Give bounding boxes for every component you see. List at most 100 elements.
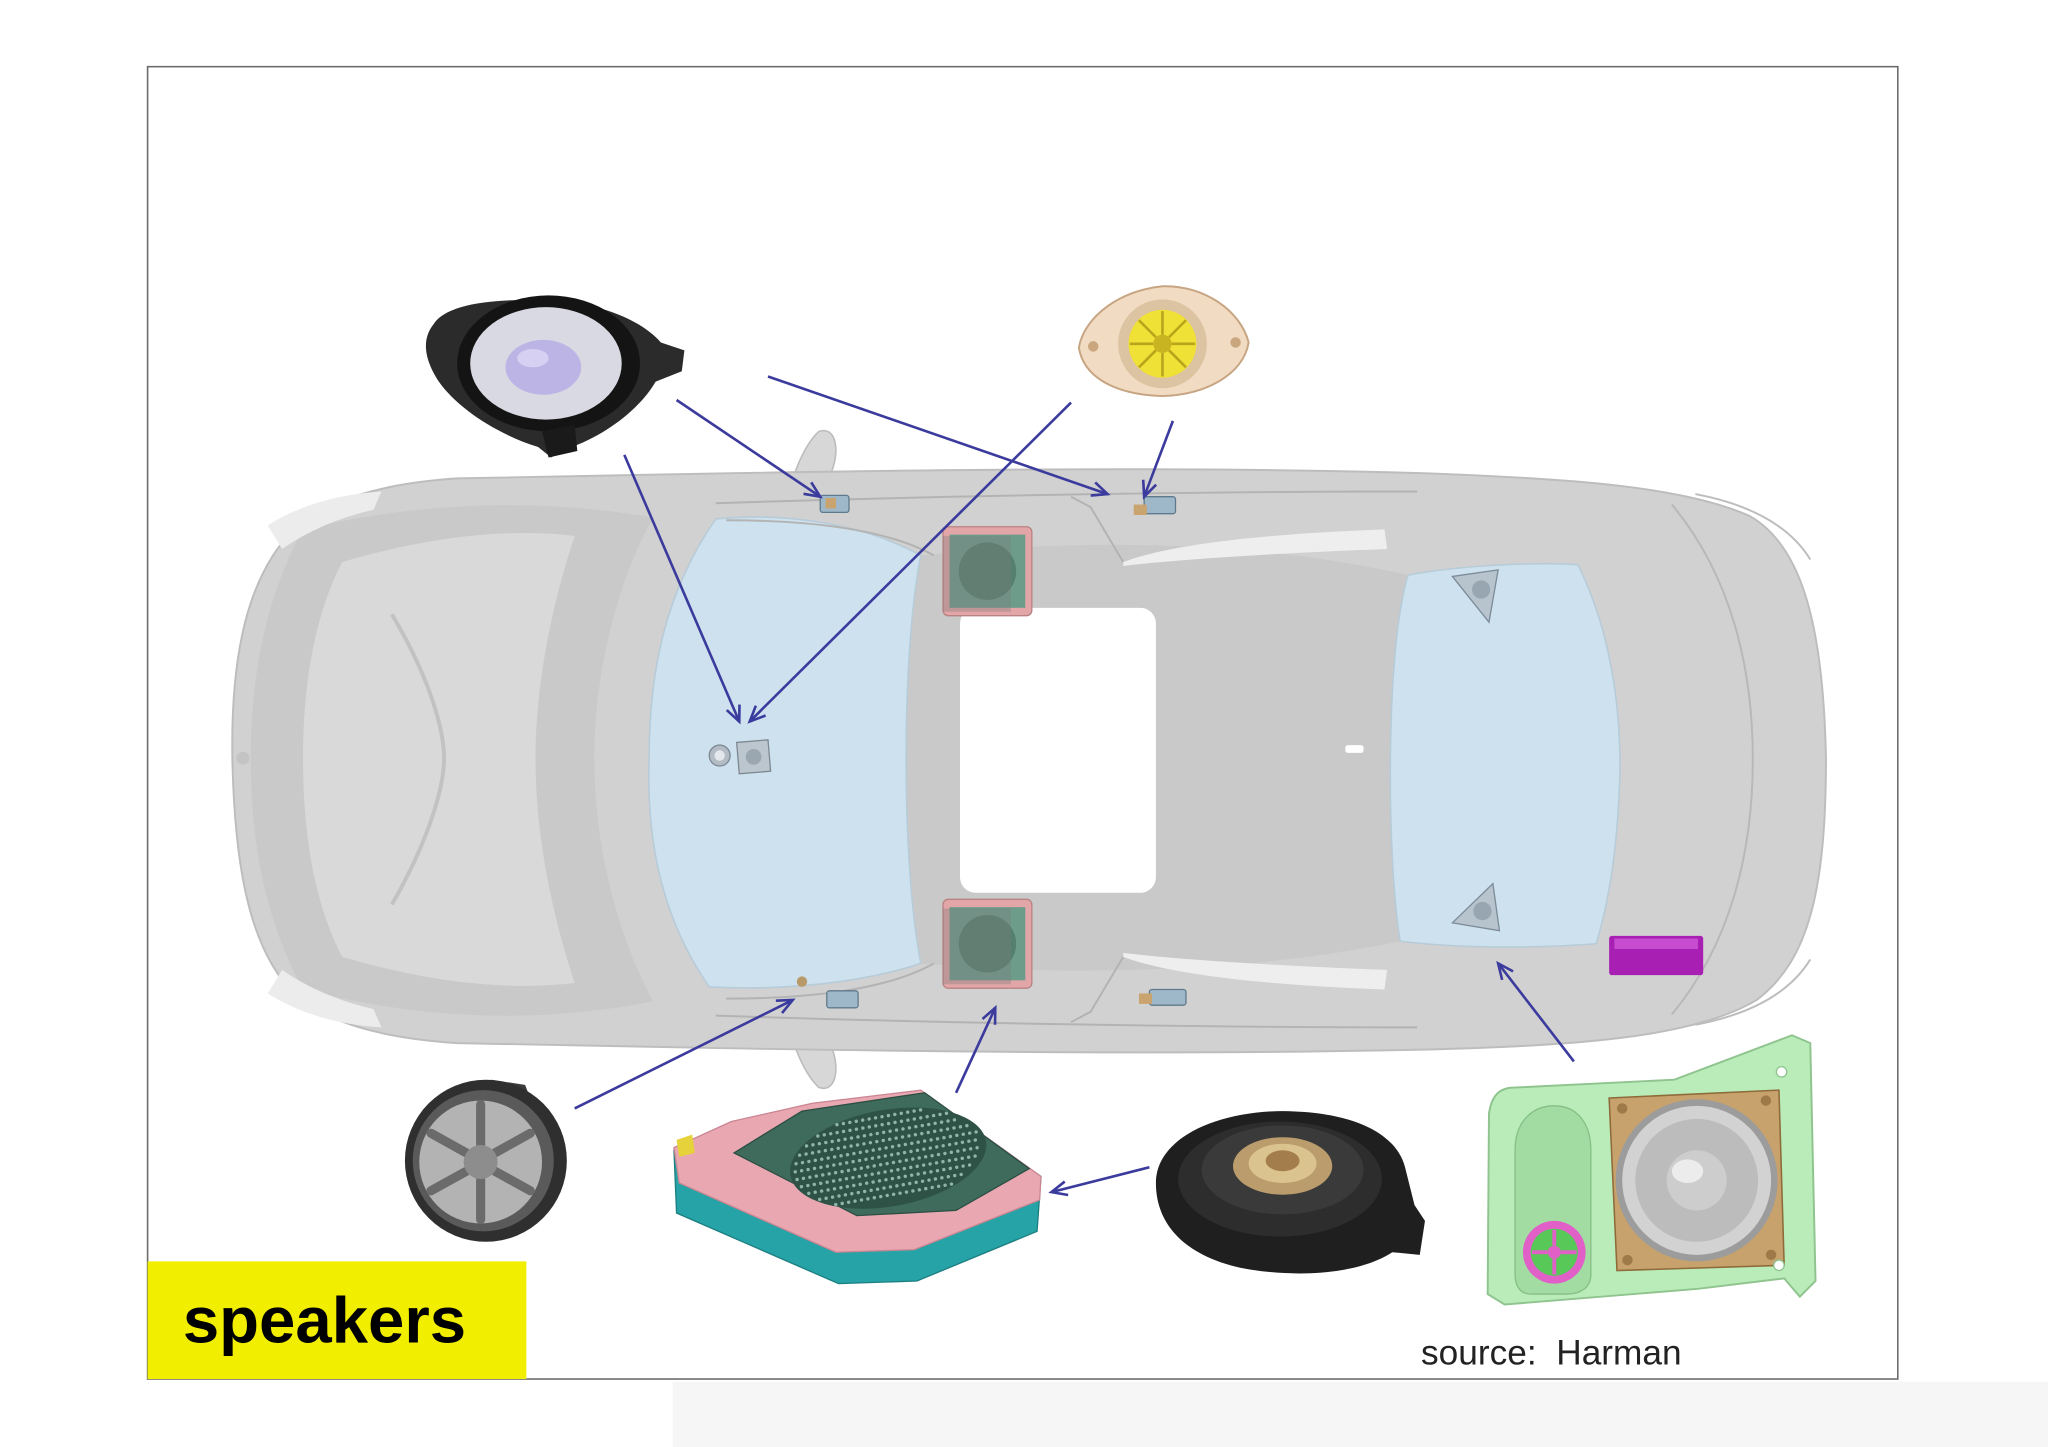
flange-hole bbox=[1760, 1095, 1772, 1106]
tweeter-mount bbox=[825, 498, 836, 509]
installed-underseat-subwoofer-left bbox=[942, 526, 1033, 617]
callout-arrow bbox=[1141, 420, 1175, 500]
callout-arrow-shaft bbox=[623, 454, 741, 723]
door-speaker-mount bbox=[1138, 993, 1152, 1004]
callout-arrow-head bbox=[1141, 479, 1158, 500]
spoke bbox=[1168, 349, 1187, 369]
spoke bbox=[490, 1128, 535, 1158]
callout-arrow-head bbox=[981, 1004, 997, 1025]
slide-frame bbox=[146, 65, 1899, 1380]
left-door-window-slit bbox=[1123, 529, 1388, 566]
callout-arrow-shaft bbox=[1142, 420, 1175, 498]
callout-arrow bbox=[954, 1004, 997, 1094]
slide-label-text: speakers bbox=[183, 1283, 466, 1356]
right-door-window-slit bbox=[1123, 952, 1388, 990]
label-background bbox=[147, 1261, 527, 1380]
spoke bbox=[426, 1128, 471, 1158]
panel-mount-hole bbox=[1773, 1259, 1785, 1272]
callout-arrow-head bbox=[725, 704, 741, 725]
amplifier-top-face bbox=[1614, 938, 1698, 949]
rear-shelf-cone bbox=[1472, 580, 1491, 599]
front-emblem bbox=[236, 751, 250, 765]
callout-arrow-shaft bbox=[1051, 1166, 1150, 1194]
callout-arrows bbox=[574, 375, 1575, 1197]
slide-label: speakers bbox=[147, 1261, 527, 1380]
left-tail-lamp-line bbox=[1695, 493, 1812, 560]
panel-tweeter-spokes bbox=[1532, 1230, 1577, 1275]
spoke bbox=[1168, 319, 1187, 339]
tweeter-flange-image bbox=[1077, 285, 1250, 398]
right-door-sill-line bbox=[715, 1014, 1418, 1029]
callout-arrow-head bbox=[803, 481, 823, 499]
page-bottom-band bbox=[672, 1381, 2048, 1447]
dashboard-tweeter-dome bbox=[714, 750, 725, 761]
grille-dot-row bbox=[807, 1162, 977, 1196]
installed-door-speaker-rear-right bbox=[1138, 988, 1187, 1006]
door-speaker-housing bbox=[1148, 988, 1187, 1006]
installed-amplifier bbox=[1609, 935, 1704, 976]
left-b-pillar-line bbox=[1070, 495, 1125, 563]
installed-underseat-subwoofer-right bbox=[942, 898, 1033, 989]
tweeter-face-spokes bbox=[426, 1099, 535, 1225]
panel-mount-hole bbox=[1775, 1065, 1788, 1078]
installed-speakers bbox=[708, 494, 1704, 1009]
sunroof-opening bbox=[960, 607, 1156, 893]
grille-dot-row bbox=[797, 1123, 973, 1157]
tweeter-mount bbox=[796, 976, 808, 987]
callout-arrow bbox=[623, 454, 741, 725]
midrange-connector bbox=[542, 424, 578, 458]
callout-arrow bbox=[1496, 960, 1575, 1063]
trunk-lid-line bbox=[1671, 503, 1754, 1015]
rear-window bbox=[1389, 562, 1621, 948]
underseat-subwoofer-image bbox=[673, 1089, 1042, 1285]
callout-arrow bbox=[1048, 1166, 1150, 1197]
grille-dot-row bbox=[799, 1153, 982, 1189]
grille-dot-row bbox=[804, 1117, 963, 1148]
spoke bbox=[1138, 349, 1157, 369]
tweeter-grille-spokes bbox=[1129, 311, 1196, 377]
flange-hole bbox=[1088, 341, 1099, 352]
callout-arrow-head bbox=[747, 705, 767, 724]
rear-shelf-cone bbox=[1473, 901, 1492, 921]
grille-dot-row bbox=[794, 1130, 979, 1166]
grille-dot-row bbox=[818, 1171, 969, 1202]
right-tail-lamp-line bbox=[1695, 958, 1812, 1026]
source-credit: source: Harman bbox=[1421, 1334, 1682, 1373]
tweeter-housing bbox=[826, 990, 859, 1009]
grille-dot-row bbox=[793, 1137, 982, 1174]
installed-rear-shelf-speaker-left bbox=[1451, 569, 1499, 624]
woofer-highlight bbox=[1671, 1159, 1704, 1183]
callout-arrow bbox=[747, 401, 1072, 724]
seat-overlay bbox=[943, 908, 1011, 985]
subwoofer-connector bbox=[676, 1134, 695, 1157]
flange-hole bbox=[1622, 1254, 1633, 1266]
callout-arrow-shaft bbox=[748, 401, 1072, 723]
tweeter-center bbox=[1153, 334, 1172, 353]
left-a-pillar-line bbox=[726, 519, 935, 557]
tweeter-hub bbox=[463, 1145, 498, 1180]
hood-ridge-line bbox=[390, 613, 447, 906]
callout-arrow-head bbox=[775, 998, 796, 1014]
grille-dot-row bbox=[834, 1182, 955, 1207]
grille-dot-row bbox=[816, 1111, 949, 1138]
left-door-sill-line bbox=[715, 490, 1418, 505]
subwoofer-grille-dots bbox=[793, 1107, 983, 1207]
callout-arrow-shaft bbox=[675, 398, 821, 498]
roof-antenna-mark bbox=[1345, 745, 1364, 753]
hood-inner-bulge bbox=[303, 533, 575, 986]
callout-arrow-head bbox=[1048, 1180, 1069, 1197]
rear-door-panel-image bbox=[1486, 1034, 1817, 1306]
center-speaker-cone bbox=[745, 748, 762, 765]
right-headlight-gap bbox=[267, 969, 382, 1028]
flange-hole bbox=[1765, 1249, 1777, 1261]
oval-woofer-image bbox=[1155, 1111, 1425, 1274]
midrange-dust-cap bbox=[505, 339, 582, 395]
spoke bbox=[490, 1166, 535, 1196]
left-headlight-gap bbox=[267, 491, 382, 549]
installed-tweeter-front-left bbox=[819, 494, 850, 514]
subwoofer-grille bbox=[790, 1107, 987, 1209]
callout-arrow-shaft bbox=[954, 1007, 997, 1094]
callout-arrow bbox=[675, 398, 823, 499]
flange-hole bbox=[1616, 1103, 1628, 1114]
